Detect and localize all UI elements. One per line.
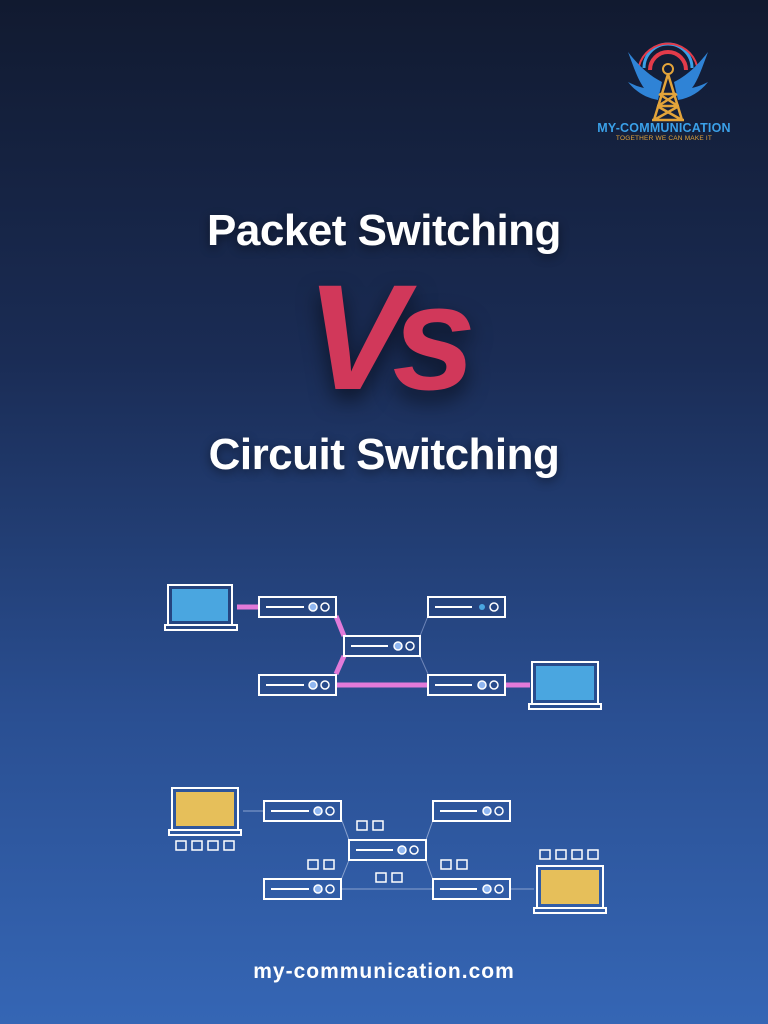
router-icon [432, 878, 511, 900]
router-icon [427, 596, 506, 618]
title-packet-switching: Packet Switching [207, 206, 561, 255]
router-icon [258, 596, 337, 618]
laptop-icon [533, 865, 607, 914]
router-icon [258, 674, 337, 696]
router-icon [348, 839, 427, 861]
network-links [237, 604, 530, 688]
brand-tagline: TOGETHER WE CAN MAKE IT [615, 135, 713, 142]
footer-url[interactable]: my-communication.com [253, 960, 515, 983]
router-icon [427, 674, 506, 696]
router-icon [343, 635, 421, 657]
laptop-icon [164, 584, 238, 631]
network-diagram-bottom [168, 787, 607, 914]
brand-logo-icon [628, 42, 708, 122]
router-icon [263, 878, 342, 900]
laptop-icon [528, 661, 602, 710]
network-diagram-top [164, 584, 602, 710]
title-circuit-switching: Circuit Switching [208, 430, 560, 479]
router-icon [263, 800, 342, 822]
router-icon [432, 800, 511, 822]
network-links [243, 810, 534, 890]
brand-name: MY-COMMUNICATION [597, 121, 731, 135]
laptop-icon [168, 787, 242, 836]
vs-text: Vs [306, 253, 475, 421]
data-packets [175, 820, 599, 883]
